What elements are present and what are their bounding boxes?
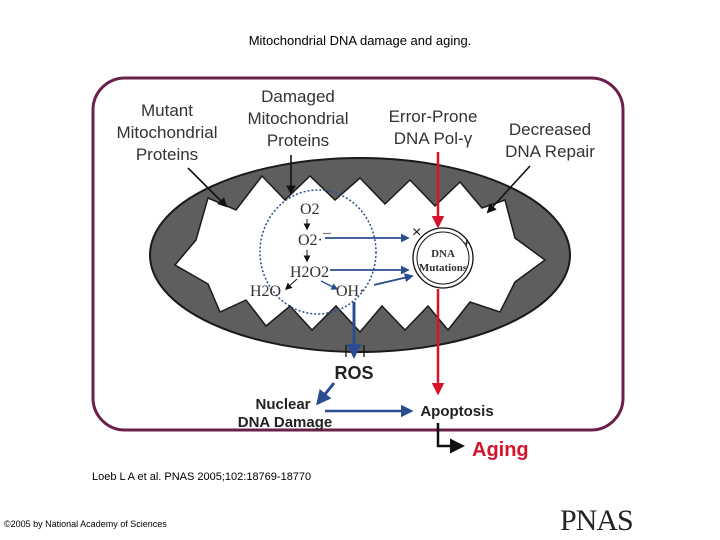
copyright: ©2005 by National Academy of Sciences xyxy=(4,519,167,529)
label-decreased-line1: Decreased xyxy=(509,120,591,139)
aging-label: Aging xyxy=(472,439,529,461)
damage-x-mark-2: + xyxy=(463,236,470,250)
label-mutant-line1: Mutant xyxy=(141,101,193,120)
species-superoxide: O2·¯ xyxy=(298,232,332,249)
cell-outline xyxy=(91,76,625,432)
nuclear-damage-line2: DNA Damage xyxy=(238,414,332,431)
species-h2o2: H2O2 xyxy=(290,264,329,281)
species-o2: O2 xyxy=(300,201,320,218)
label-damaged-line2: Mitochondrial xyxy=(247,109,348,128)
pnas-logo: PNAS xyxy=(560,504,634,537)
nuclear-damage-line1: Nuclear xyxy=(255,396,310,413)
citation: Loeb L A et al. PNAS 2005;102:18769-1877… xyxy=(92,471,312,483)
dna-mutations-line2: Mutations xyxy=(419,262,468,274)
ros-label: ROS xyxy=(334,363,373,383)
arrow-mutant xyxy=(187,167,228,208)
label-mutant-line2: Mitochondrial xyxy=(116,123,217,142)
arrow-apoptosis-to-aging xyxy=(436,423,465,454)
arrow-ros-to-nuclear xyxy=(316,382,336,406)
species-h2o: H2O xyxy=(250,283,281,300)
arrow-oh-to-dna xyxy=(373,273,414,286)
dna-mutations-line1: DNA xyxy=(431,248,455,260)
arrow-h2o2-to-oh xyxy=(320,280,339,290)
damage-x-mark-1: × xyxy=(412,224,421,241)
label-mutant-line3: Proteins xyxy=(136,145,198,164)
figure-title: Mitochondrial DNA damage and aging. xyxy=(248,33,472,48)
arrow-decreased xyxy=(486,165,531,214)
label-error-prone-line1: Error-Prone xyxy=(389,107,478,126)
apoptosis-label: Apoptosis xyxy=(420,403,493,420)
mtdna-circle-inner xyxy=(416,231,470,285)
label-damaged-line3: Proteins xyxy=(267,131,329,150)
label-decreased-line2: DNA Repair xyxy=(505,142,595,161)
species-oh: OH· xyxy=(336,283,364,300)
label-error-prone-line2: DNA Pol-γ xyxy=(394,129,473,148)
label-damaged-line1: Damaged xyxy=(261,87,335,106)
ros-region xyxy=(259,189,377,315)
arrow-h2o2-to-h2o xyxy=(284,278,298,290)
